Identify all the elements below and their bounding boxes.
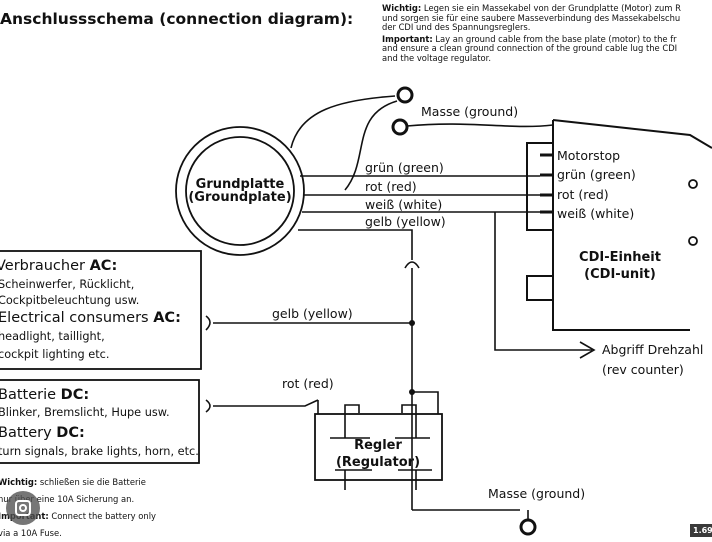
battery-note-de-text: schließen sie die Batterie — [37, 477, 146, 487]
regulator-label-2: (Regulator) — [336, 455, 420, 470]
wire-yellow — [298, 229, 413, 260]
regulator-top-pins — [344, 404, 417, 438]
groundplate-inner — [185, 136, 295, 246]
cdi-name-1: CDI-Einheit — [579, 250, 661, 265]
dc-head-1: Batterie DC: — [0, 387, 89, 403]
ac-head-1-pre: Verbraucher — [0, 258, 90, 274]
ac-head-2-pre: Electrical consumers — [0, 310, 153, 326]
ground-curve-plate-top — [290, 95, 396, 149]
note-de-line3: der CDI und des Spannungsreglers. — [382, 22, 531, 33]
ac-line-3: headlight, taillight, — [0, 330, 105, 343]
dc-wire-label: rot (red) — [282, 376, 334, 391]
battery-note-de-label: Wichtig: — [0, 477, 38, 487]
regulator-bottom-pins — [344, 470, 417, 490]
rev-arrow — [579, 341, 596, 359]
ac-head-2-bold: AC: — [153, 310, 181, 326]
wire-yellow-label: gelb (yellow) — [365, 214, 446, 229]
note-en-label: Important: — [382, 33, 433, 44]
ac-consumer-box — [0, 250, 202, 370]
dc-head-1-pre: Batterie — [0, 387, 61, 403]
note-en-text: Lay an ground cable from the base plate … — [432, 33, 677, 44]
cdi-hole-2 — [688, 236, 698, 246]
wire-crossover — [404, 261, 420, 269]
ac-head-1-bold: AC: — [90, 258, 118, 274]
junction-regulator — [409, 389, 415, 395]
rev-counter-label-2: (rev counter) — [602, 362, 684, 377]
cdi-tab — [526, 275, 554, 301]
dc-line-1: Blinker, Bremslicht, Hupe usw. — [0, 406, 170, 419]
ground-curve-to-plate — [344, 100, 398, 191]
ground-curve-to-cdi — [406, 123, 554, 128]
ac-head-1: Verbraucher AC: — [0, 258, 117, 274]
groundplate-label-1: Grundplatte — [196, 177, 285, 192]
ground-terminal-bottom — [519, 518, 537, 536]
cdi-terminal-green: grün (green) — [557, 167, 636, 182]
ground-terminal-top-b — [391, 118, 409, 136]
groundplate-label-2: (Groundplate) — [188, 190, 291, 205]
lens-icon — [15, 500, 31, 516]
junction-ac — [409, 320, 415, 326]
ground-note: Wichtig: Legen sie ein Massekabel von de… — [382, 3, 681, 64]
ground-top-label: Masse (ground) — [421, 104, 518, 119]
version-badge: 1.69 — [690, 524, 712, 537]
regulator-box — [314, 413, 443, 481]
lens-dot-icon — [19, 504, 27, 512]
dc-head-1-bold: DC: — [61, 387, 89, 403]
diagram-title: Anschlussschema (connection diagram): — [0, 10, 354, 28]
wire-white-label: weiß (white) — [365, 197, 442, 212]
cdi-terminal-white: weiß (white) — [557, 206, 634, 221]
wire-red-label: rot (red) — [365, 179, 417, 194]
dc-head-2-bold: DC: — [56, 425, 84, 441]
ground-terminal-top-a — [396, 86, 414, 104]
cdi-name-2: (CDI-unit) — [584, 267, 656, 282]
cdi-hole-1 — [688, 179, 698, 189]
note-de-line2: und sorgen sie für eine saubere Massever… — [382, 12, 681, 23]
cdi-terminal-red: rot (red) — [557, 187, 609, 202]
ac-line-1: Scheinwerfer, Rücklicht, — [0, 278, 134, 291]
battery-note-en-text: Connect the battery only — [48, 511, 157, 521]
dc-connector — [205, 399, 211, 413]
note-en-line3: and the voltage regulator. — [382, 52, 492, 63]
cdi-pins — [540, 153, 553, 214]
note-de-text: Legen sie ein Massekabel von der Grundpl… — [421, 3, 681, 13]
dc-battery-box — [0, 379, 200, 464]
rev-counter-label-1: Abgriff Drehzahl — [602, 342, 703, 357]
groundplate-outer — [175, 126, 305, 256]
regulator-ac-in — [412, 391, 439, 414]
cdi-terminal-motorstop: Motorstop — [557, 148, 620, 163]
dc-line-2: turn signals, brake lights, horn, etc. — [0, 445, 199, 458]
dc-head-2: Battery DC: — [0, 425, 85, 441]
cdi-connector — [526, 142, 554, 231]
lens-overlay-button[interactable] — [6, 491, 40, 525]
note-de-label: Wichtig: — [382, 3, 422, 13]
dc-head-2-pre: Battery — [0, 425, 56, 441]
regulator-label-1: Regler — [354, 438, 402, 453]
wire-dc-red — [213, 399, 319, 407]
ac-line-2: Cockpitbeleuchtung usw. — [0, 294, 139, 307]
ac-head-2: Electrical consumers AC: — [0, 310, 181, 326]
wire-rev-counter — [494, 212, 592, 351]
battery-note-en-line2: via a 10A Fuse. — [0, 528, 62, 538]
note-en-line2: and ensure a clean ground connection of … — [382, 43, 678, 54]
ac-connector — [205, 315, 211, 331]
ac-line-4: cockpit lighting etc. — [0, 348, 110, 361]
ground-bottom-label: Masse (ground) — [488, 486, 585, 501]
battery-note-de-line2: nur über eine 10A Sicherung an. — [0, 494, 135, 504]
wire-green-label: grün (green) — [365, 160, 444, 175]
ac-wire-label: gelb (yellow) — [272, 306, 353, 321]
